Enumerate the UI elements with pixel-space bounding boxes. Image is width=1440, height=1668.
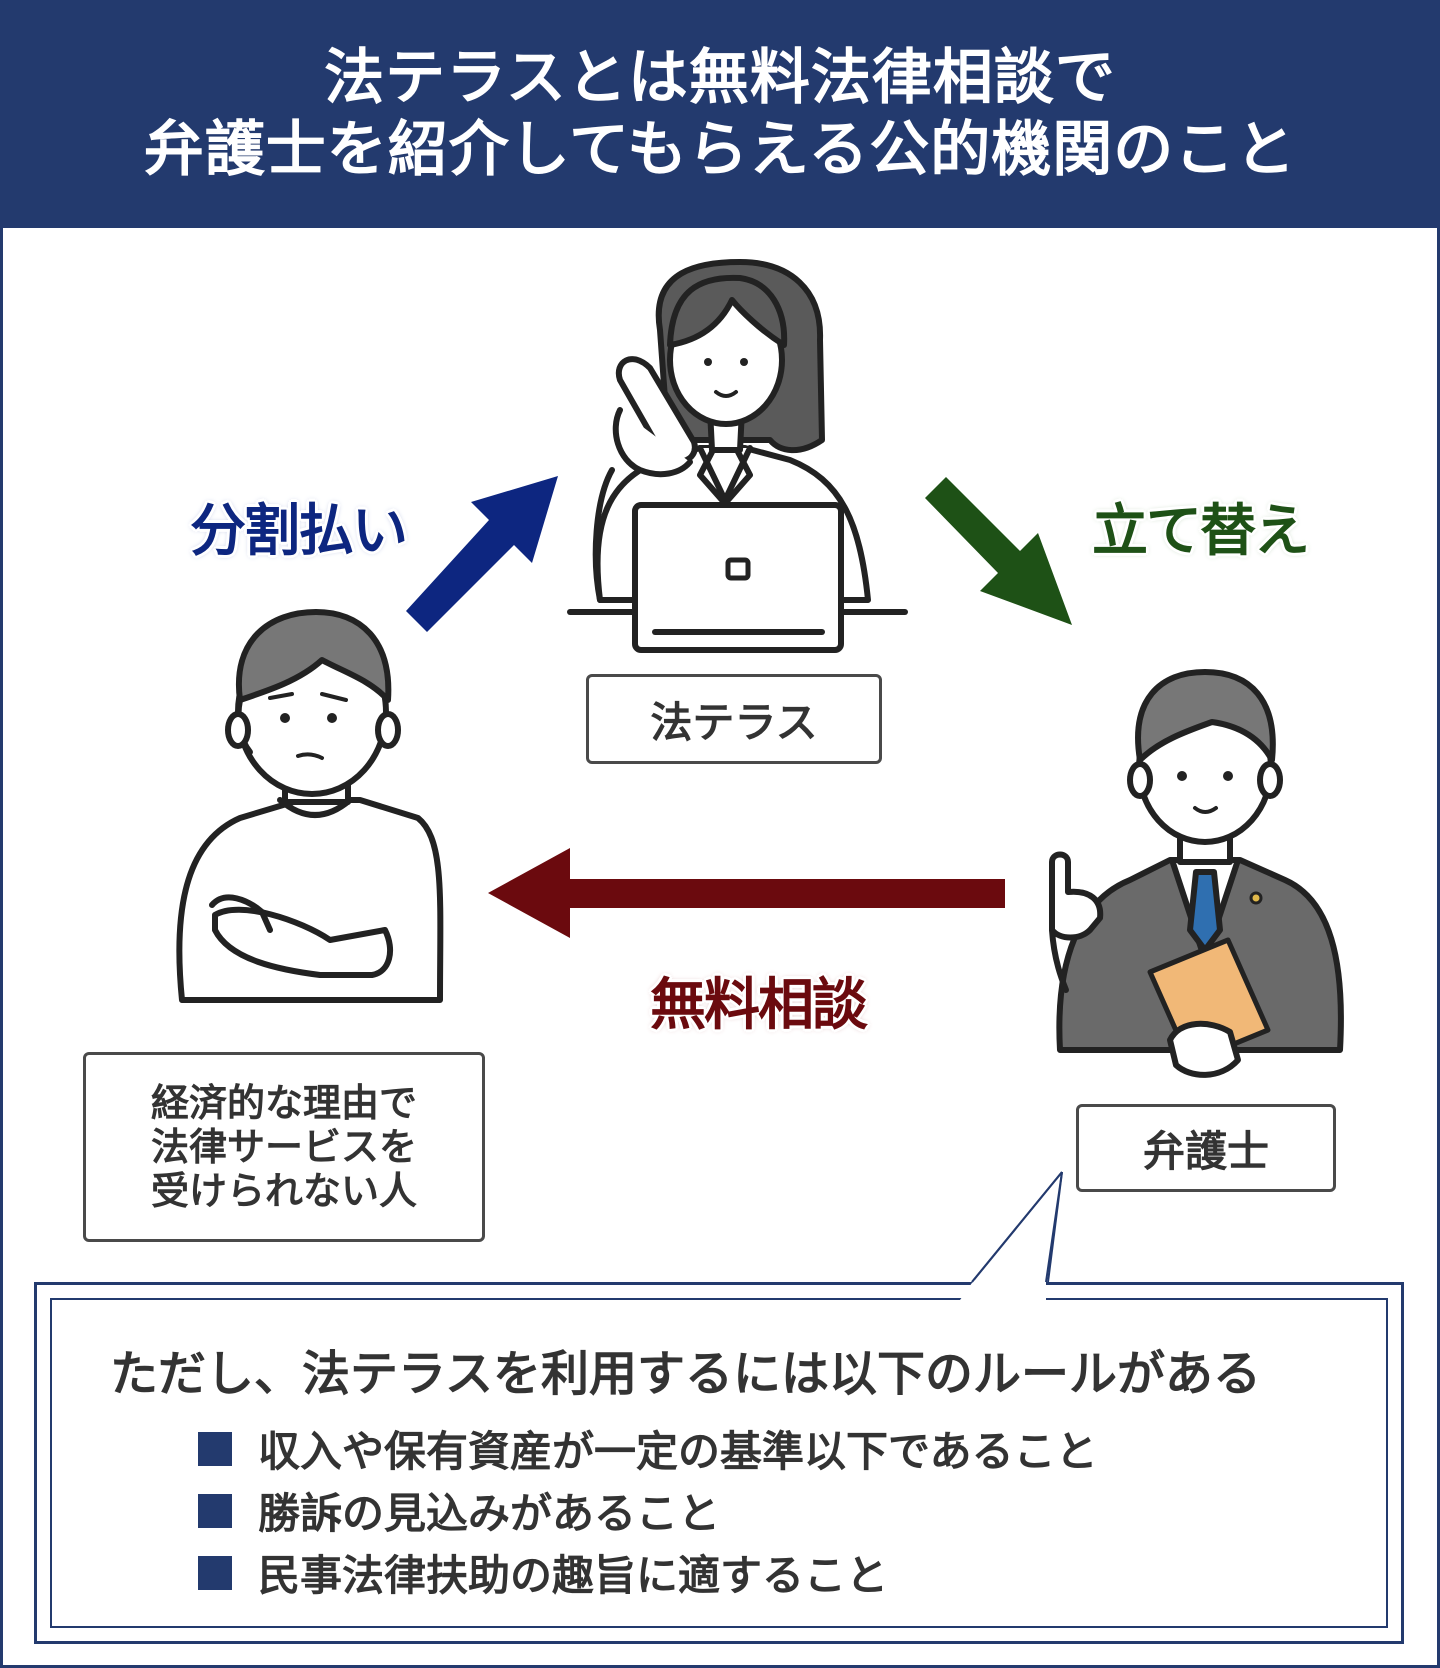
client-label-line1: 経済的な理由で	[150, 1081, 417, 1125]
free-consult-arrow	[488, 848, 1005, 938]
rule-text: 民事法律扶助の趣旨に適すること	[258, 1551, 889, 1600]
installment-label: 分割払い	[190, 499, 408, 564]
rule-text: 勝訴の見込みがあること	[258, 1489, 721, 1538]
bullet-square-icon	[198, 1431, 232, 1466]
houterasu-label: 法テラス	[586, 674, 882, 764]
rule-item: 収入や保有資産が一定の基準以下であること	[198, 1418, 1098, 1479]
rule-item: 勝訴の見込みがあること	[198, 1480, 720, 1541]
advance-arrow	[925, 477, 1072, 625]
lawyer-label: 弁護士	[1076, 1104, 1336, 1192]
operator-illustration	[567, 259, 908, 653]
client-illustration	[176, 609, 444, 1003]
rules-box-inner	[50, 1298, 1388, 1628]
header-banner: 法テラスとは無料法律相談で 弁護士を紹介してもらえる公的機関のこと	[0, 0, 1440, 228]
lawyer-illustration	[1049, 669, 1344, 1078]
rules-title: ただし、法テラスを利用するには以下のルールがある	[110, 1346, 1262, 1402]
header-title-line2: 弁護士を紹介してもらえる公的機関のこと	[143, 115, 1297, 185]
free-consult-label: 無料相談	[650, 973, 868, 1038]
rule-text: 収入や保有資産が一定の基準以下であること	[258, 1427, 1098, 1476]
header-title-line1: 法テラスとは無料法律相談で	[324, 43, 1116, 113]
client-label-line2: 法律サービスを	[150, 1125, 417, 1169]
client-label-line3: 受けられない人	[150, 1169, 417, 1213]
rules-box-outer	[34, 1282, 1404, 1644]
bullet-square-icon	[198, 1493, 232, 1528]
client-label: 経済的な理由で 法律サービスを 受けられない人	[83, 1052, 485, 1242]
bullet-square-icon	[198, 1555, 232, 1590]
installment-arrow	[406, 476, 558, 632]
rule-item: 民事法律扶助の趣旨に適すること	[198, 1542, 888, 1603]
advance-label: 立て替え	[1092, 499, 1310, 564]
